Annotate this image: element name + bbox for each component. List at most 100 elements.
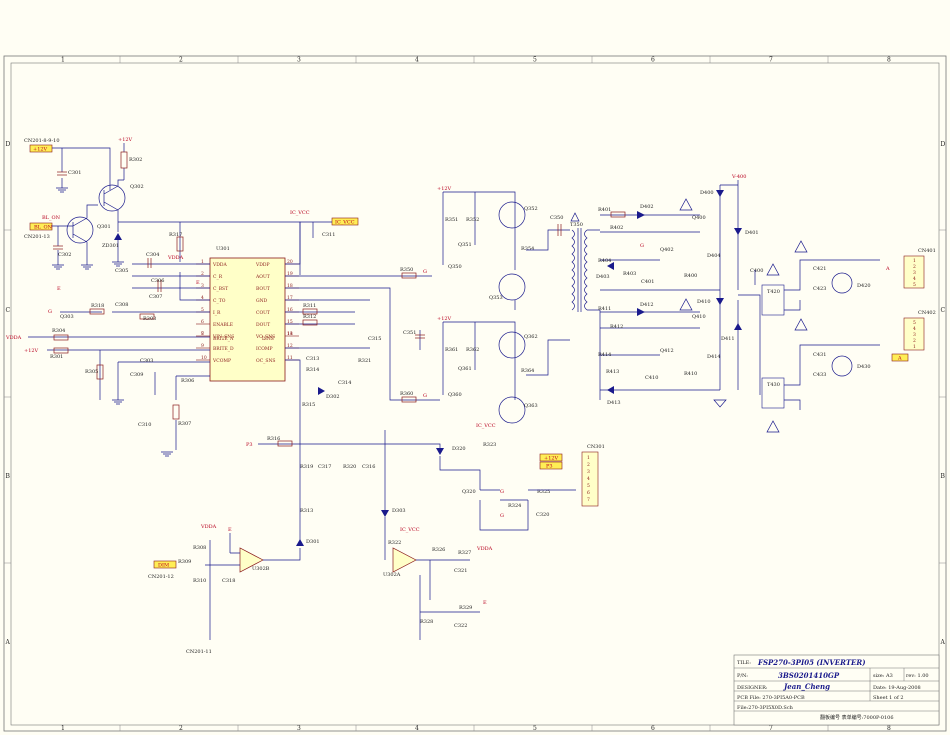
u301-pin-num-15: 15 [287, 319, 293, 325]
rev-text: rev: 1.00 [906, 673, 929, 679]
zone-col-bottom-1: 1 [61, 725, 65, 732]
warning-icon-c421 [794, 240, 808, 253]
resistor-r307 [172, 404, 180, 420]
ref-r317: R317 [169, 232, 182, 238]
connector-cn401: CN401 [918, 248, 936, 254]
zone-col-top-8: 8 [887, 57, 891, 64]
output-transformers: C400 T420 T430 C421 C423 D420 C431 C433 … [738, 240, 936, 433]
net-ic-vcc-top: IC_VCC [290, 210, 310, 216]
net-e-1: E [57, 286, 61, 292]
connector-cn201-11: CN201-11 [186, 649, 212, 655]
net-vdda-1: VDDA [167, 255, 184, 261]
ref-c400: C400 [750, 268, 763, 274]
resistor-r303 [139, 313, 155, 320]
zone-col-top-5: 5 [533, 57, 537, 64]
connector-cn401-body [903, 255, 925, 289]
ref-c310: C310 [138, 422, 151, 428]
ref-r401: R401 [598, 207, 611, 213]
ref-t350: T350 [570, 222, 583, 228]
doc-number-text: 翻板编号 表单编号:7000P-0106 [820, 714, 894, 721]
diode-d320 [436, 448, 444, 455]
ref-r307: R307 [178, 421, 191, 427]
transistor-q302 [98, 184, 126, 212]
date-text: Date: 19-Aug-2008 [873, 685, 921, 691]
zone-row-right-D: D [941, 141, 946, 148]
pn-label: P/N: [737, 673, 748, 679]
transistor-q301 [66, 216, 94, 244]
u301-pin-name-2: C_R [213, 274, 223, 280]
transformer-t350: T350 [570, 212, 601, 400]
title-block: TILE: FSP270-3PI05 (INVERTER) P/N: 3BS02… [733, 654, 940, 726]
ref-c316: C316 [362, 464, 375, 470]
designer-text: Jean_Cheng [782, 682, 830, 691]
u301-pin-name-3: C_BST [213, 286, 228, 292]
pcb-file-text: PCB File: 270-3PI5A0-PCB [737, 695, 805, 701]
output-bridge: R401 D402 R402 Q402 R404 D403 R403 C401 … [596, 174, 759, 408]
net-g-2: G [423, 269, 427, 275]
ref-d320: D320 [452, 446, 466, 452]
diode-pair-d430 [831, 355, 853, 377]
ref-r308: R308 [193, 545, 206, 551]
u301-pin-name-17: GND [256, 298, 268, 304]
ref-r413: R413 [606, 369, 619, 375]
warning-icon-t430 [766, 420, 780, 433]
zone-col-bottom-5: 5 [533, 725, 537, 732]
ref-c302: C302 [58, 252, 71, 258]
ref-r320: R320 [343, 464, 356, 470]
connector-cn201-8910: CN201-8-9-10 [24, 138, 60, 144]
net-a-out2: A [897, 356, 902, 362]
u301-pin-num-10: 10 [201, 355, 207, 361]
ref-r303: R303 [143, 316, 156, 322]
ref-d303: D303 [392, 508, 406, 514]
u301-pin-name-8: VIN_SNS [212, 334, 234, 340]
ref-d412: D412 [640, 302, 654, 308]
zone-col-top-2: 2 [179, 57, 183, 64]
ref-d413: D413 [607, 400, 621, 406]
driver-stage-b: +12V R361 R362 Q362 Q361 Q360 R364 Q363 … [400, 316, 570, 424]
zone-row-left-D: D [6, 141, 11, 148]
cn402-pins-2: 2 [913, 338, 916, 344]
ref-r402: R402 [610, 225, 623, 231]
ref-r403: R403 [623, 271, 636, 277]
ref-r410: R410 [684, 371, 697, 377]
ref-d401: D401 [745, 230, 759, 236]
u301-pin-num-6: 6 [201, 319, 204, 325]
ref-c421: C421 [813, 266, 826, 272]
net-bl-on-label: BL_ON [42, 215, 61, 221]
u301-pin-name-5: I_R [213, 310, 221, 316]
u301-pin-num-19: 19 [287, 271, 293, 277]
p12v-cn301-port [539, 453, 563, 462]
ref-q400: Q400 [692, 215, 706, 221]
u301-pin-num-1: 1 [201, 259, 204, 265]
ref-c433: C433 [813, 372, 826, 378]
resistor-r350 [401, 272, 417, 279]
ref-q320: Q320 [462, 489, 476, 495]
ref-q303: Q303 [60, 314, 74, 320]
ref-r305: R305 [85, 369, 98, 375]
diode-d402 [637, 211, 645, 219]
ref-r360: R360 [400, 391, 413, 397]
zone-row-right-C: C [941, 307, 946, 314]
ref-r304: R304 [52, 328, 65, 334]
u301-pin-name-15: DOUT [256, 322, 270, 328]
ref-q363: Q363 [524, 403, 538, 409]
zone-col-top-4: 4 [415, 57, 419, 64]
u301-pin-name-9: BRITE_D [213, 346, 234, 352]
ref-c351: C351 [403, 330, 416, 336]
ref-d301: D301 [306, 539, 320, 545]
diode-d410 [716, 298, 724, 305]
u301-pin-name-11: OC_SNS [256, 358, 276, 364]
bl-on-port [29, 222, 53, 231]
net-dim: DIM [158, 563, 169, 569]
resistor-r316 [277, 440, 293, 447]
cn301-pins-1: 1 [587, 455, 590, 461]
resistor-r360 [401, 396, 417, 403]
zone-col-bottom-3: 3 [297, 725, 301, 732]
ref-c350: C350 [550, 215, 563, 221]
ref-c322: C322 [454, 623, 467, 629]
net-e-3: E [483, 600, 487, 606]
ref-q302: Q302 [130, 184, 144, 190]
u301-pin-num-5: 5 [201, 307, 204, 313]
